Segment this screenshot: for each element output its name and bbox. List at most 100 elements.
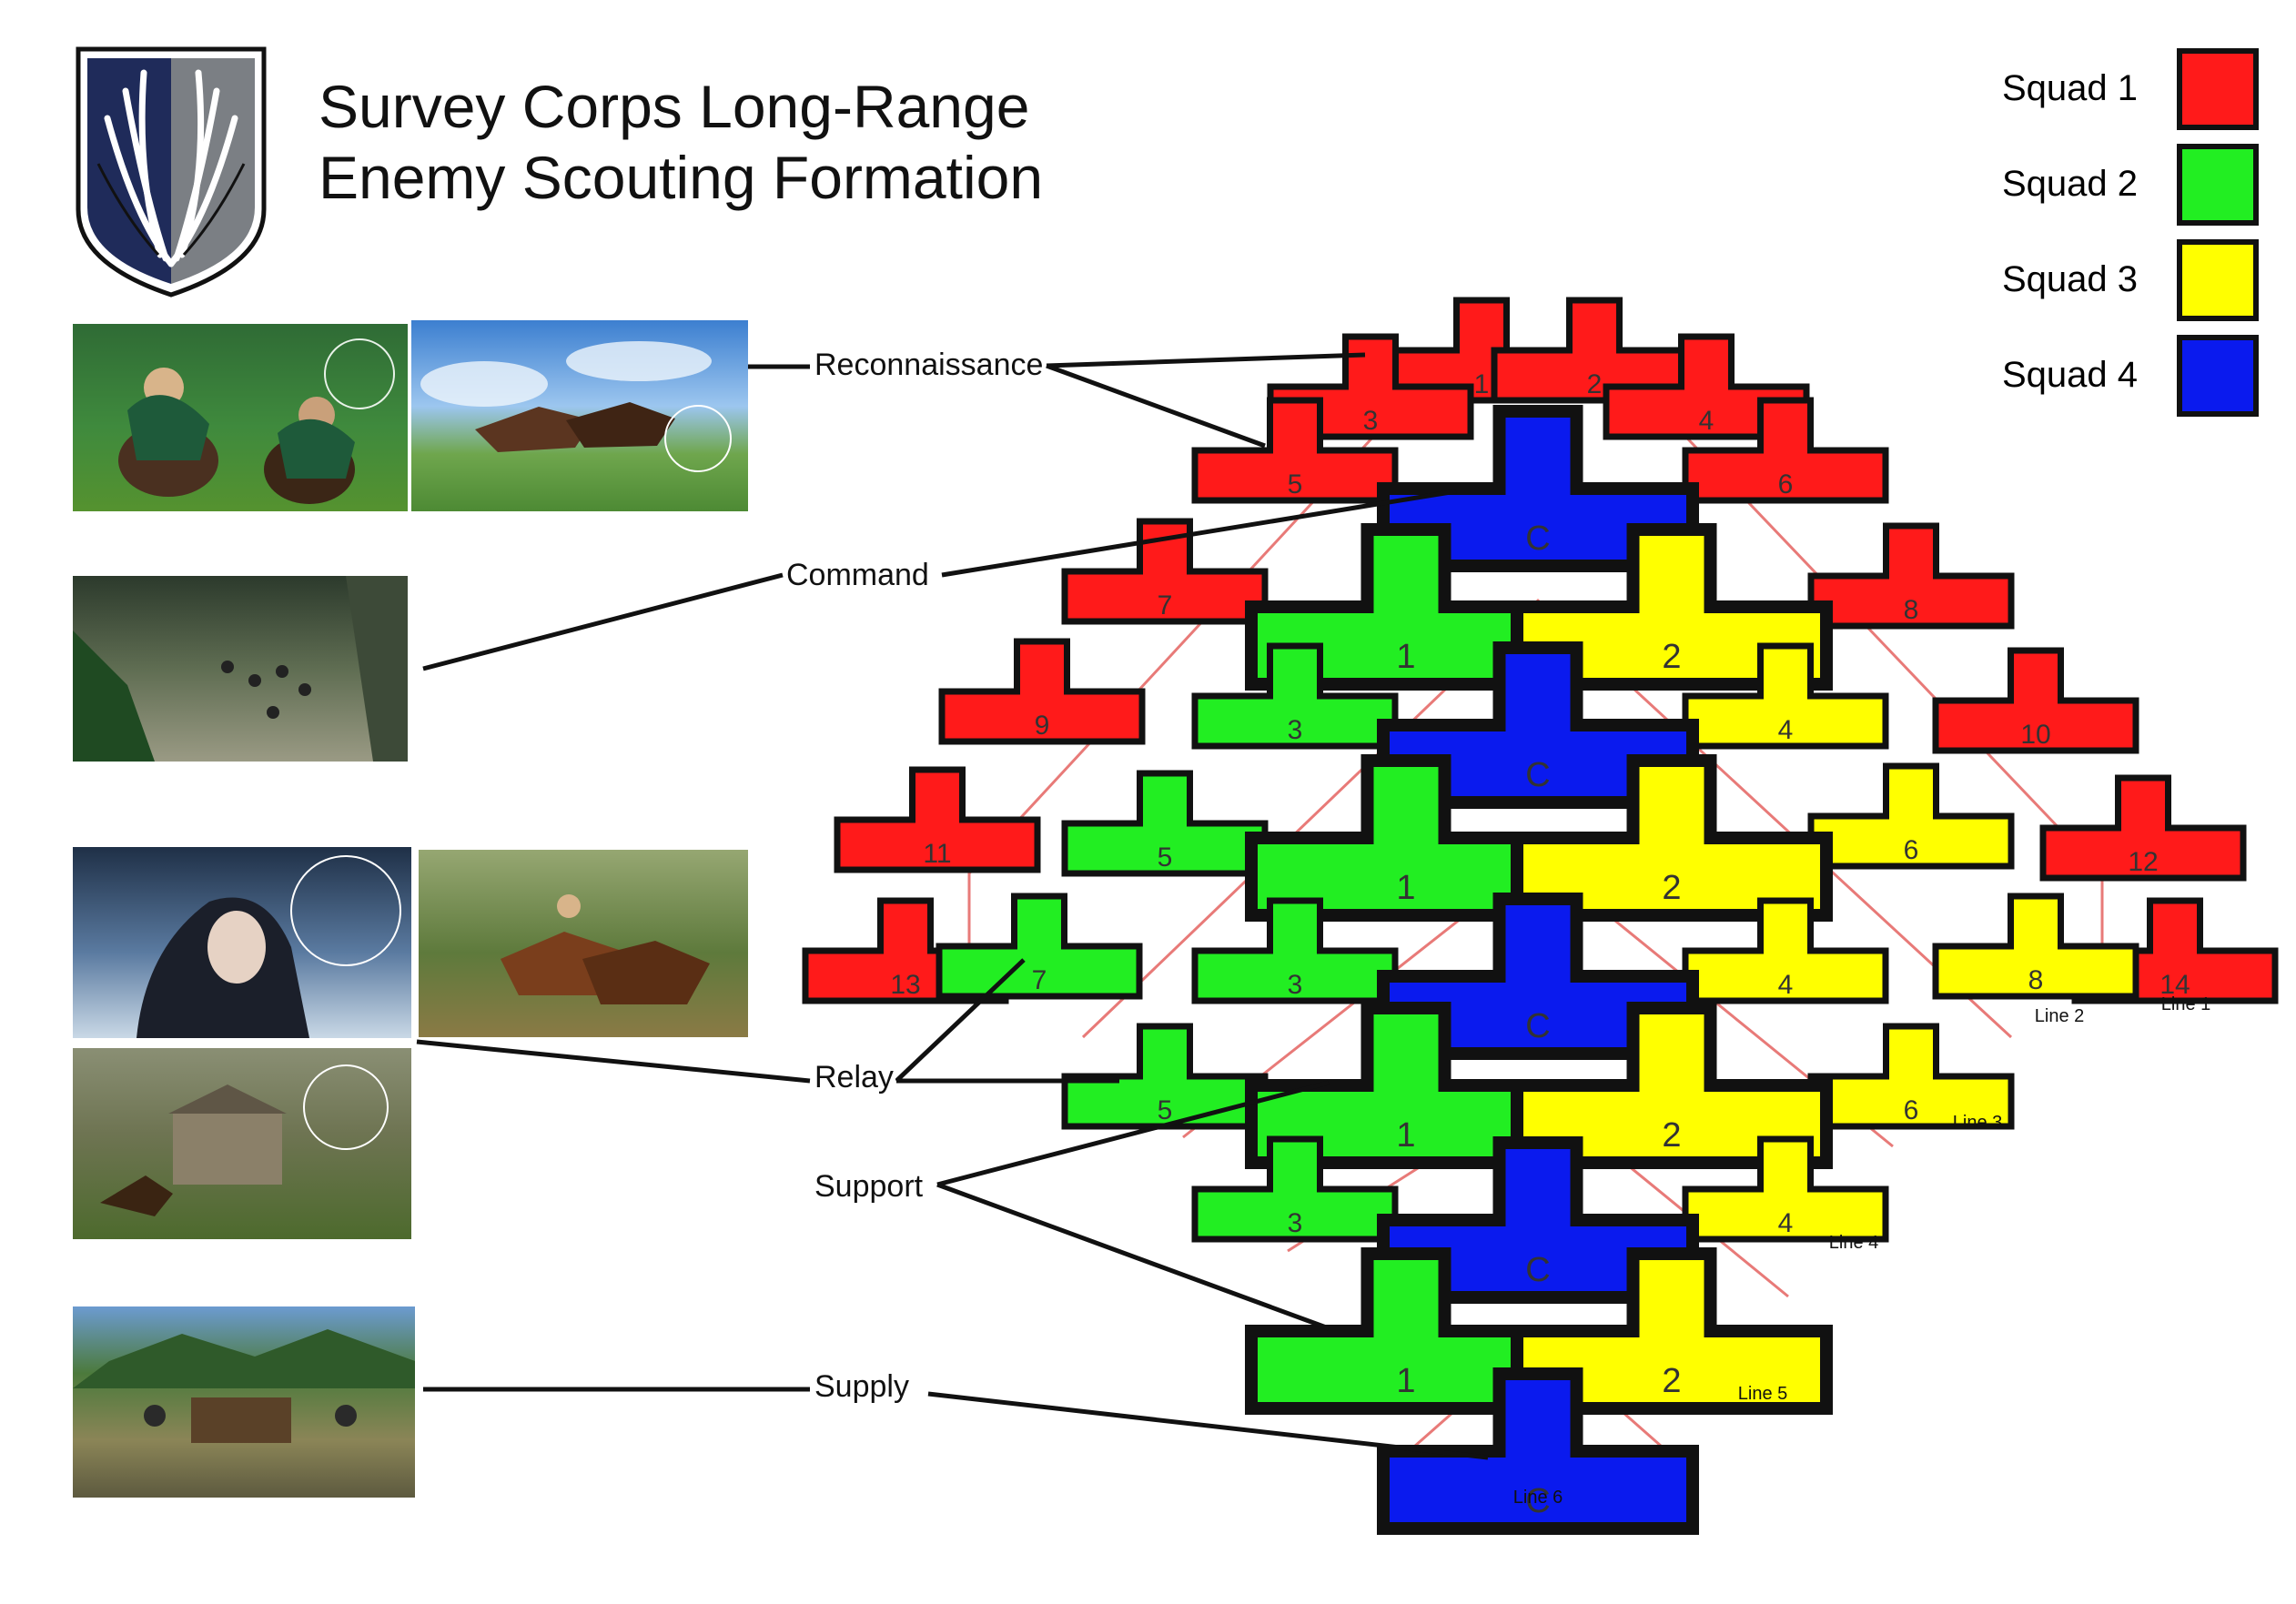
squad-3-marker — [1807, 762, 2015, 870]
label-relay: Relay — [813, 1060, 895, 1095]
label-supply: Supply — [813, 1369, 911, 1405]
line-label: Line 1 — [2161, 994, 2211, 1014]
photo-village-rider — [73, 1048, 411, 1239]
legend-label: Squad 1 — [2002, 68, 2139, 108]
label-reconnaissance: Reconnaissance — [813, 348, 1046, 383]
marker-label: 3 — [1363, 406, 1379, 436]
marker-label: 1 — [1474, 369, 1490, 399]
marker-label: 13 — [890, 970, 920, 1000]
squad-1-marker — [938, 638, 1146, 745]
connector-line — [1046, 363, 1266, 449]
squad-3-marker — [1682, 642, 1889, 750]
line-label: Line 2 — [2035, 1006, 2085, 1026]
marker-label: 4 — [1778, 715, 1794, 745]
connector-line — [416, 1039, 811, 1084]
line-label: Line 4 — [1829, 1233, 1879, 1253]
photo-rider-two-horses — [419, 850, 748, 1037]
legend-swatch — [2177, 239, 2259, 321]
squad-3-marker — [1682, 1135, 1889, 1243]
marker-label: 8 — [1904, 595, 1919, 625]
marker-label: 9 — [1035, 711, 1050, 741]
squad-3-marker — [1511, 1247, 1833, 1415]
marker-label: 1 — [1396, 1116, 1415, 1155]
marker-label: 2 — [1662, 638, 1681, 676]
label-command: Command — [784, 558, 931, 593]
marker-label: C — [1525, 1482, 1550, 1520]
marker-label: 12 — [2128, 847, 2158, 877]
squad-3-marker — [1511, 754, 1833, 922]
connector-line — [936, 1182, 1330, 1331]
squad-1-marker — [1682, 397, 1889, 504]
marker-label: 4 — [1699, 406, 1714, 436]
marker-label: 11 — [923, 839, 951, 869]
marker-label: C — [1525, 1251, 1550, 1289]
photo-supply-wagon — [73, 1306, 415, 1498]
marker-label: 6 — [1778, 469, 1794, 499]
marker-label: 4 — [1778, 1208, 1794, 1238]
marker-label: 4 — [1778, 970, 1794, 1000]
legend-swatch — [2177, 144, 2259, 226]
legend-item: Squad 4 — [2002, 328, 2266, 419]
squad-4-marker — [1377, 1367, 1699, 1535]
wings-of-freedom-emblem-icon — [76, 46, 267, 298]
line-label: Line 5 — [1738, 1384, 1788, 1404]
legend-item: Squad 1 — [2002, 41, 2266, 132]
marker-label: 3 — [1288, 970, 1303, 1000]
marker-label: 3 — [1288, 1208, 1303, 1238]
marker-label: 3 — [1288, 715, 1303, 745]
legend-item: Squad 3 — [2002, 232, 2266, 323]
legend-label: Squad 3 — [2002, 259, 2139, 299]
photo-forest-riders — [73, 576, 408, 762]
page-title: Survey Corps Long-Range Enemy Scouting F… — [319, 71, 1043, 213]
marker-label: 2 — [1662, 1362, 1681, 1400]
marker-label: 5 — [1158, 1095, 1173, 1125]
marker-label: C — [1525, 520, 1550, 558]
connector-line — [422, 572, 784, 671]
squad-3-marker — [1682, 897, 1889, 1004]
title-line-2: Enemy Scouting Formation — [319, 144, 1044, 211]
legend-swatch — [2177, 335, 2259, 417]
legend-label: Squad 4 — [2002, 355, 2139, 395]
marker-label: 1 — [1396, 638, 1415, 676]
squad-3-marker — [1511, 1002, 1833, 1169]
legend-item: Squad 2 — [2002, 136, 2266, 227]
marker-label: 2 — [1662, 869, 1681, 907]
connector-line — [895, 958, 1026, 1083]
line-label: Line 3 — [1953, 1113, 2003, 1133]
photo-mikasa-closeup — [73, 847, 411, 1038]
line-label: Line 6 — [1513, 1488, 1563, 1508]
marker-label: 2 — [1662, 1116, 1681, 1155]
marker-label: 5 — [1158, 842, 1173, 873]
connector-line — [936, 1080, 1330, 1187]
squad-2-marker — [936, 893, 1143, 1000]
marker-label: C — [1525, 756, 1550, 794]
squad-1-marker — [1932, 647, 2139, 754]
marker-label: 8 — [2028, 965, 2044, 995]
squad-3-marker — [1932, 893, 2139, 1000]
marker-label: 5 — [1288, 469, 1303, 499]
marker-label: 6 — [1904, 1095, 1919, 1125]
legend: Squad 1 Squad 2 Squad 3 Squad 4 — [2002, 41, 2275, 432]
legend-label: Squad 2 — [2002, 164, 2139, 204]
marker-label: 7 — [1032, 965, 1047, 995]
title-line-1: Survey Corps Long-Range — [319, 73, 1030, 140]
marker-label: 2 — [1587, 369, 1603, 399]
marker-label: C — [1525, 1007, 1550, 1045]
squad-1-marker — [1807, 522, 2015, 630]
label-support: Support — [813, 1169, 925, 1205]
marker-label: 1 — [1396, 1362, 1415, 1400]
marker-label: 10 — [2020, 720, 2050, 750]
photo-galloping-horses — [411, 320, 748, 511]
marker-label: 6 — [1904, 835, 1919, 865]
squad-3-marker — [1511, 523, 1833, 691]
connector-line — [927, 1391, 1489, 1460]
squad-1-marker — [834, 766, 1041, 873]
connector-line — [1046, 352, 1366, 368]
squad-3-marker — [1807, 1023, 2015, 1130]
squad-1-marker — [2039, 774, 2247, 882]
connector-line — [941, 489, 1457, 578]
marker-label: 7 — [1158, 590, 1173, 620]
photo-riders-cloaks — [73, 324, 408, 511]
